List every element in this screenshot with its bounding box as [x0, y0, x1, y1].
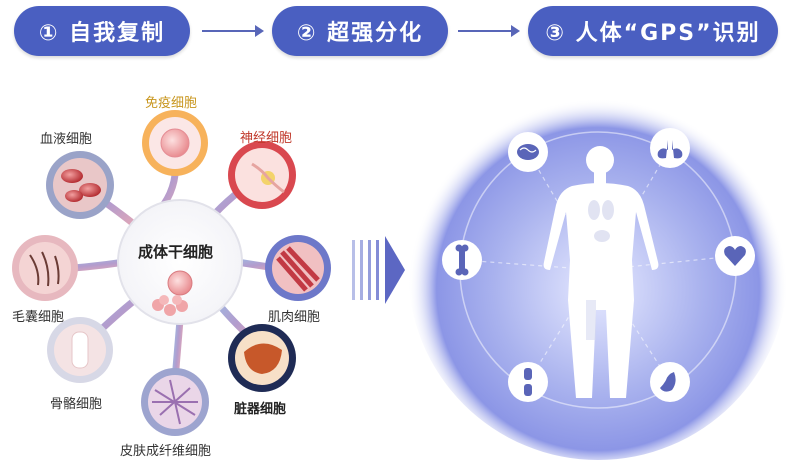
blood-cell-icon — [46, 151, 114, 219]
nerve-cell-icon — [228, 141, 296, 209]
hair-follicle-icon — [12, 235, 78, 301]
hair-follicle-label: 毛囊细胞 — [12, 310, 65, 325]
stem-cell-icon — [167, 270, 193, 296]
knee-icon — [508, 362, 548, 402]
cell-cluster-icon — [152, 295, 188, 316]
transition-arrow-icon — [352, 236, 405, 304]
step-self-replication: ① 自我复制 — [14, 6, 190, 56]
step-differentiation: ② 超强分化 — [272, 6, 448, 56]
muscle-cell-label: 肌肉细胞 — [268, 310, 321, 325]
bone-icon — [442, 240, 482, 280]
arrow-right-icon — [458, 25, 520, 37]
immune-cell-icon — [142, 110, 208, 176]
bone-cell-icon — [47, 317, 113, 383]
heart-icon — [715, 236, 755, 276]
fibroblast-cell-icon — [141, 368, 209, 436]
organ-cell-icon — [228, 324, 296, 392]
blood-cell-label: 血液细胞 — [40, 132, 93, 147]
human-body-icon — [543, 146, 659, 398]
immune-cell-label: 免疫细胞 — [145, 96, 198, 111]
hub-label: 成体干细胞 — [138, 243, 214, 261]
stomach-icon — [650, 362, 690, 402]
fibroblast-cell-label: 皮肤成纤维细胞 — [120, 444, 212, 459]
organ-cell-label: 脏器细胞 — [234, 402, 287, 417]
muscle-cell-icon — [265, 235, 331, 301]
arrow-right-icon — [202, 25, 264, 37]
brain-icon — [508, 132, 548, 172]
step-gps-recognition: ③ 人体“GPS”识别 — [528, 6, 778, 56]
nerve-cell-label: 神经细胞 — [240, 131, 293, 146]
hub-circle — [117, 199, 243, 325]
bone-cell-label: 骨骼细胞 — [50, 397, 103, 412]
lungs-icon — [650, 128, 690, 168]
